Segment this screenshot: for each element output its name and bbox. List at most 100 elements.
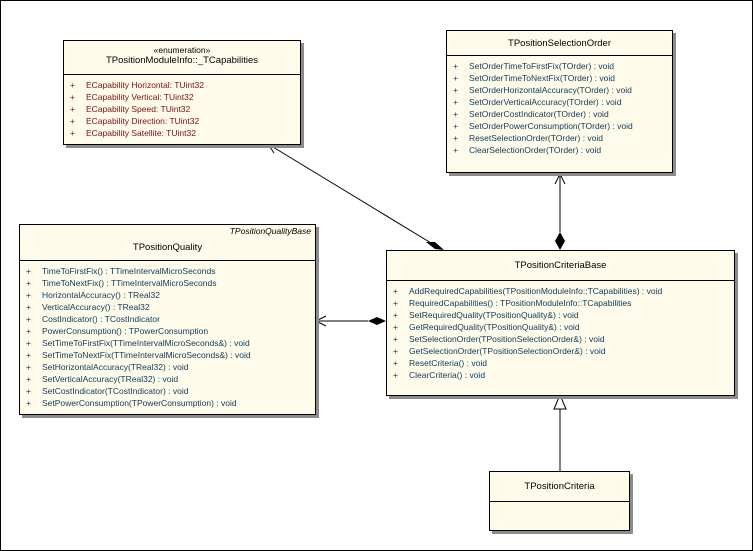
- operation-text: GetRequiredQuality(TPositionQuality&) : …: [409, 322, 580, 332]
- class-name: TPositionCriteria: [524, 481, 595, 492]
- visibility-marker: +: [26, 326, 31, 336]
- abstract-base-label: TPositionQualityBase: [229, 226, 311, 236]
- visibility-marker: +: [393, 370, 398, 380]
- operation-list: +TimeToFirstFix() : TTimeIntervalMicroSe…: [20, 261, 315, 409]
- operation-row: +TimeToFirstFix() : TTimeIntervalMicroSe…: [26, 265, 315, 277]
- attribute-list: +ECapability Horizontal: TUint32+ECapabi…: [64, 75, 300, 139]
- operation-text: TimeToNextFix() : TTimeIntervalMicroSeco…: [42, 278, 217, 288]
- operation-row: + GetRequiredQuality(TPositionQuality&) :…: [393, 321, 734, 333]
- class-criteria[interactable]: TPositionCriteria: [489, 471, 630, 531]
- class-header: «enumeration» TPositionModuleInfo::_TCap…: [64, 41, 300, 75]
- operation-text: SetCostIndicator(TCostIndicator) : void: [42, 386, 189, 396]
- operation-text: SetHorizontalAccuracy(TReal32) : void: [42, 362, 189, 372]
- visibility-marker: +: [453, 109, 458, 119]
- relation-module-info-diamond: [426, 242, 444, 250]
- operation-row: +SetHorizontalAccuracy(TReal32) : void: [26, 361, 315, 373]
- visibility-marker: +: [453, 85, 458, 95]
- operation-row: +SetVerticalAccuracy(TReal32) : void: [26, 373, 315, 385]
- operation-row: +SetOrderTimeToNextFix(TOrder) : void: [453, 72, 672, 84]
- visibility-marker: +: [70, 104, 75, 114]
- visibility-marker: +: [26, 398, 31, 408]
- visibility-marker: +: [26, 338, 31, 348]
- attribute-row: +ECapability Satellite: TUint32: [70, 127, 300, 139]
- visibility-marker: +: [393, 334, 398, 344]
- operation-text: SetOrderCostIndicator(TOrder) : void: [469, 109, 609, 119]
- operation-row: +SetTimeToNextFix(TTimeIntervalMicroSeco…: [26, 349, 315, 361]
- attribute-row: +ECapability Speed: TUint32: [70, 103, 300, 115]
- visibility-marker: +: [453, 73, 458, 83]
- operation-row: +SetOrderTimeToFirstFix(TOrder) : void: [453, 60, 672, 72]
- attribute-text: ECapability Vertical: TUint32: [86, 92, 194, 102]
- visibility-marker: +: [393, 286, 398, 296]
- relation-generalization-triangle: [553, 393, 567, 410]
- relation-quality-arrowhead: [314, 315, 327, 327]
- visibility-marker: +: [26, 386, 31, 396]
- visibility-marker: +: [453, 121, 458, 131]
- attribute-row: + ECapability Vertical: TUint32: [70, 91, 300, 103]
- operation-text: AddRequiredCapabilities(TPositionModuleI…: [409, 286, 663, 296]
- operation-row: + SetSelectionOrder(TPositionSelectionOrd…: [393, 333, 734, 345]
- visibility-marker: +: [26, 290, 31, 300]
- operation-row: + SetOrderHorizontalAccuracy(TOrder) : vo…: [453, 84, 672, 96]
- operation-text: SetOrderHorizontalAccuracy(TOrder) : voi…: [469, 85, 632, 95]
- operation-row: + SetCostIndicator(TCostIndicator) : void: [26, 385, 315, 397]
- operation-text: SetOrderPowerConsumption(TOrder) : void: [469, 121, 633, 131]
- class-position-quality[interactable]: TPositionQualityBase TPositionQuality +T…: [19, 224, 316, 415]
- attribute-row: +ECapability Direction: TUint32: [70, 115, 300, 127]
- attribute-text: ECapability Direction: TUint32: [86, 116, 200, 126]
- class-selection-order[interactable]: TPositionSelectionOrder +SetOrderTimeToF…: [446, 30, 673, 173]
- operation-text: SetVerticalAccuracy(TReal32) : void: [42, 374, 179, 384]
- operation-row: +TimeToNextFix() : TTimeIntervalMicroSec…: [26, 277, 315, 289]
- operation-text: SetSelectionOrder(TPositionSelectionOrde…: [409, 334, 605, 344]
- operation-row: +ClearCriteria() : void: [393, 369, 734, 381]
- operation-list: +SetOrderTimeToFirstFix(TOrder) : void+S…: [447, 56, 672, 156]
- class-name: TPositionModuleInfo::_TCapabilities: [105, 55, 259, 66]
- class-criteria-base[interactable]: TPositionCriteriaBase + AddRequiredCapabi…: [386, 250, 735, 396]
- operation-row: + RequiredCapabilities() : TPositionModul…: [393, 297, 734, 309]
- operation-row: + HorizontalAccuracy() : TReal32: [26, 289, 315, 301]
- relation-selection-order-diamond: [555, 232, 565, 250]
- operation-row: + AddRequiredCapabilities(TPositionModule…: [393, 285, 734, 297]
- visibility-marker: +: [70, 80, 75, 90]
- class-header: TPositionCriteria: [490, 472, 629, 502]
- class-name: TPositionCriteriaBase: [514, 260, 607, 271]
- visibility-marker: +: [70, 92, 75, 102]
- class-header: TPositionSelectionOrder: [447, 31, 672, 56]
- operation-list: [490, 502, 629, 506]
- operation-text: CostIndicator() : TCostIndicator: [42, 314, 160, 324]
- operation-text: ClearSelectionOrder(TOrder) : void: [469, 145, 602, 155]
- operation-text: SetOrderVerticalAccuracy(TOrder) : void: [469, 97, 622, 107]
- operation-text: SetPowerConsumption(TPowerConsumption) :…: [42, 398, 237, 408]
- operation-list: + AddRequiredCapabilities(TPositionModule…: [387, 281, 734, 381]
- operation-row: + ClearSelectionOrder(TOrder) : void: [453, 144, 672, 156]
- visibility-marker: +: [453, 61, 458, 71]
- operation-text: SetTimeToFirstFix(TTimeIntervalMicroSeco…: [42, 338, 250, 348]
- visibility-marker: +: [393, 346, 398, 356]
- class-name: TPositionSelectionOrder: [508, 38, 611, 49]
- operation-text: SetTimeToNextFix(TTimeIntervalMicroSecon…: [42, 350, 251, 360]
- operation-text: HorizontalAccuracy() : TReal32: [42, 290, 160, 300]
- visibility-marker: +: [453, 97, 458, 107]
- attribute-text: ECapability Horizontal: TUint32: [86, 80, 204, 90]
- operation-text: PowerConsumption() : TPowerConsumption: [42, 326, 209, 336]
- operation-row: + SetTimeToFirstFix(TTimeIntervalMicroSec…: [26, 337, 315, 349]
- operation-text: ResetSelectionOrder(TOrder) : void: [469, 133, 604, 143]
- visibility-marker: +: [26, 314, 31, 324]
- relation-module-info-line: [267, 143, 437, 247]
- class-header: TPositionQualityBase TPositionQuality: [20, 225, 315, 261]
- visibility-marker: +: [393, 298, 398, 308]
- visibility-marker: +: [453, 145, 458, 155]
- operation-row: + SetOrderCostIndicator(TOrder) : void: [453, 108, 672, 120]
- operation-text: RequiredCapabilities() : TPositionModule…: [409, 298, 632, 308]
- visibility-marker: +: [26, 302, 31, 312]
- operation-text: SetRequiredQuality(TPositionQuality&) : …: [409, 310, 579, 320]
- operation-row: + SetOrderPowerConsumption(TOrder) : void: [453, 120, 672, 132]
- relation-quality-diamond: [368, 317, 386, 325]
- operation-row: + SetPowerConsumption(TPowerConsumption) …: [26, 397, 315, 409]
- operation-row: +VerticalAccuracy() : TReal32: [26, 301, 315, 313]
- operation-text: GetSelectionOrder(TPositionSelectionOrde…: [409, 346, 606, 356]
- class-module-info-capabilities[interactable]: «enumeration» TPositionModuleInfo::_TCap…: [63, 40, 301, 145]
- visibility-marker: +: [393, 322, 398, 332]
- visibility-marker: +: [70, 128, 75, 138]
